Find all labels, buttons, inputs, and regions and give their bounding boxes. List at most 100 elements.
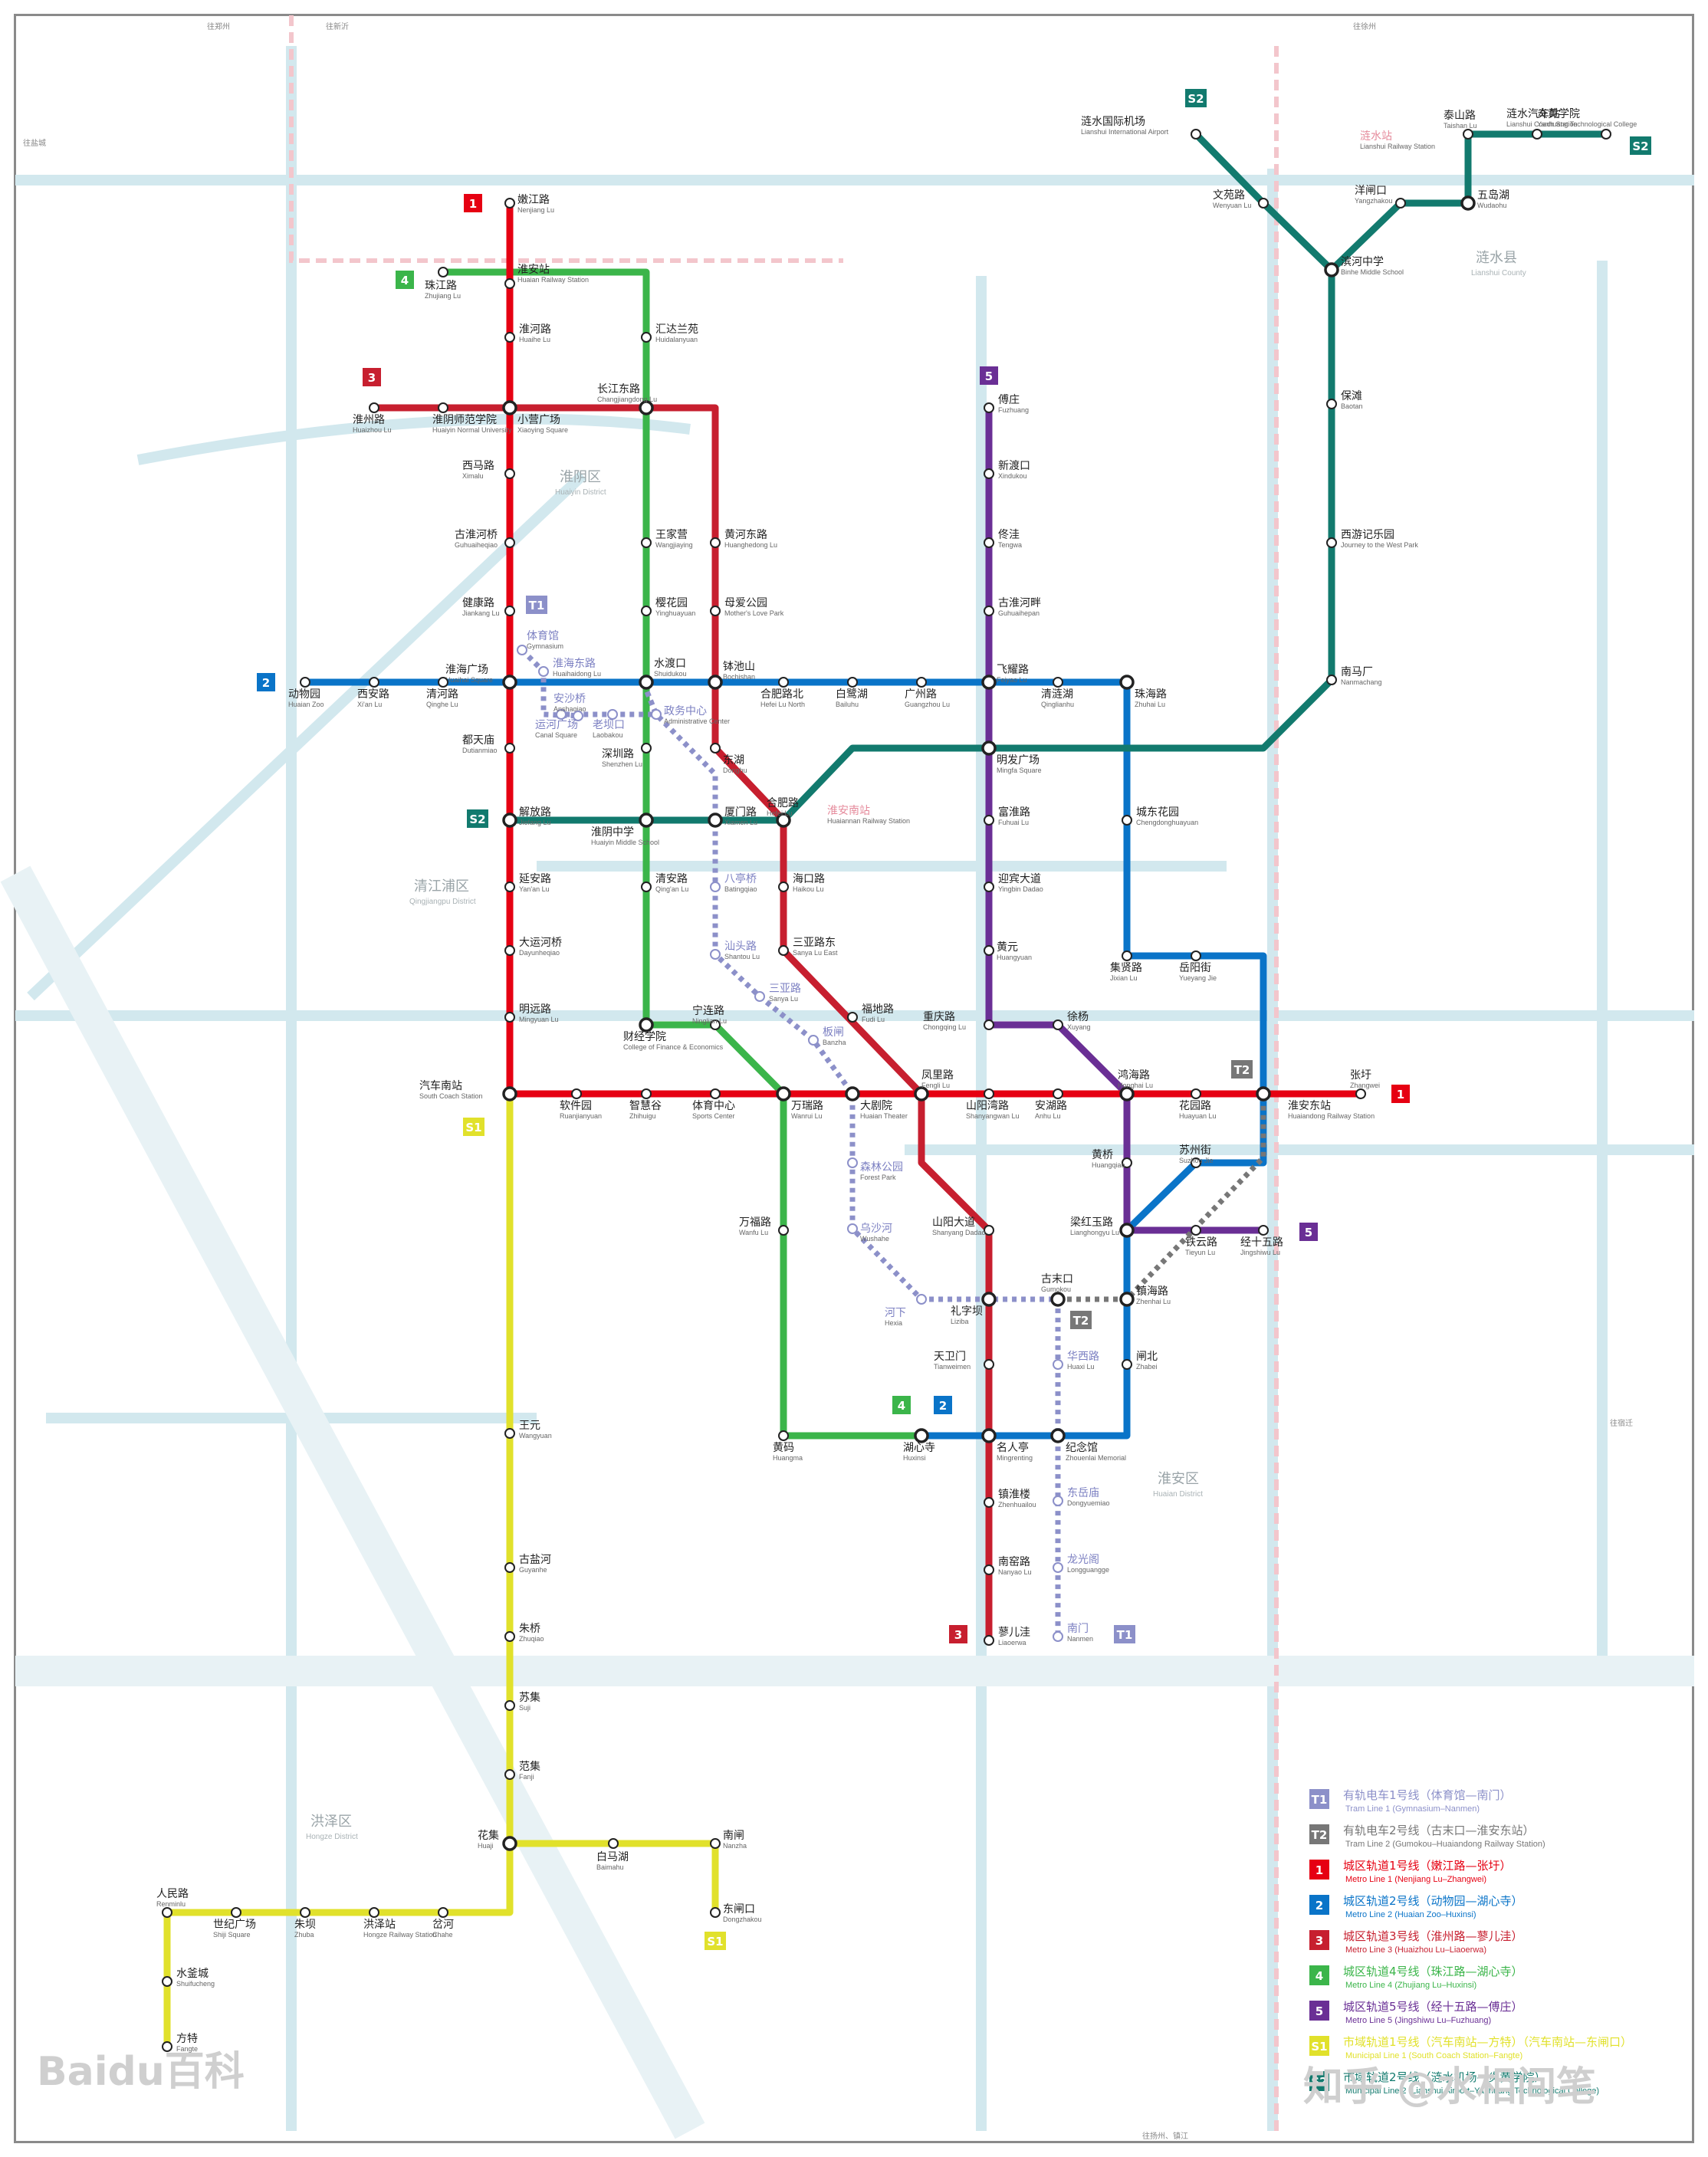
station-dot[interactable] [1191, 1157, 1201, 1168]
station-dot[interactable] [778, 677, 789, 688]
station-dot[interactable] [710, 1019, 721, 1030]
station-dot[interactable] [556, 709, 567, 720]
station-dot[interactable] [776, 1086, 791, 1101]
station-dot[interactable] [984, 945, 994, 956]
station-dot[interactable] [710, 1907, 721, 1918]
station-dot[interactable] [504, 606, 515, 616]
station-dot[interactable] [984, 606, 994, 616]
station-dot[interactable] [639, 813, 654, 828]
station-dot[interactable] [504, 332, 515, 343]
station-dot[interactable] [1326, 675, 1337, 685]
badge-l3[interactable]: 3 [949, 1625, 967, 1643]
badge-l1[interactable]: 1 [1391, 1085, 1410, 1103]
station-dot[interactable] [1053, 1019, 1063, 1030]
badge-l2[interactable]: 2 [934, 1396, 952, 1414]
station-dot[interactable] [607, 709, 618, 720]
station-dot[interactable] [981, 740, 997, 756]
station-dot[interactable] [778, 1225, 789, 1236]
station-dot[interactable] [1395, 198, 1406, 208]
station-dot[interactable] [608, 1838, 619, 1849]
station-dot[interactable] [1258, 1225, 1269, 1236]
station-dot[interactable] [914, 1428, 929, 1443]
station-dot[interactable] [708, 813, 723, 828]
tram-t1[interactable] [520, 648, 1061, 1637]
line-l5[interactable] [985, 404, 1267, 1234]
station-dot[interactable] [504, 743, 515, 753]
station-dot[interactable] [1324, 262, 1339, 277]
line-l4[interactable] [439, 268, 925, 1440]
station-dot[interactable] [571, 1088, 582, 1099]
station-dot[interactable] [300, 1907, 310, 1918]
station-dot[interactable] [1460, 195, 1476, 211]
station-dot[interactable] [300, 677, 310, 688]
station-dot[interactable] [504, 1700, 515, 1711]
station-dot[interactable] [162, 1907, 172, 1918]
station-dot[interactable] [984, 882, 994, 892]
station-dot[interactable] [504, 537, 515, 548]
station-dot[interactable] [710, 537, 721, 548]
station-dot[interactable] [1119, 1086, 1135, 1101]
station-dot[interactable] [502, 1836, 517, 1851]
station-dot[interactable] [984, 402, 994, 413]
station-dot[interactable] [231, 1907, 241, 1918]
station-dot[interactable] [1122, 950, 1132, 961]
station-dot[interactable] [162, 2041, 172, 2052]
station-dot[interactable] [1122, 815, 1132, 826]
station-dot[interactable] [1258, 198, 1269, 208]
station-dot[interactable] [1053, 1359, 1063, 1370]
station-dot[interactable] [1053, 677, 1063, 688]
station-dot[interactable] [1053, 1088, 1063, 1099]
station-dot[interactable] [710, 1838, 721, 1849]
station-dot[interactable] [708, 675, 723, 690]
station-dot[interactable] [1119, 1223, 1135, 1238]
badge-l4[interactable]: 4 [892, 1396, 911, 1414]
badge-s1[interactable]: S1 [463, 1118, 484, 1136]
station-dot[interactable] [504, 1769, 515, 1780]
station-dot[interactable] [778, 945, 789, 956]
station-dot[interactable] [517, 645, 527, 655]
station-dot[interactable] [984, 468, 994, 479]
station-dot[interactable] [438, 402, 448, 413]
